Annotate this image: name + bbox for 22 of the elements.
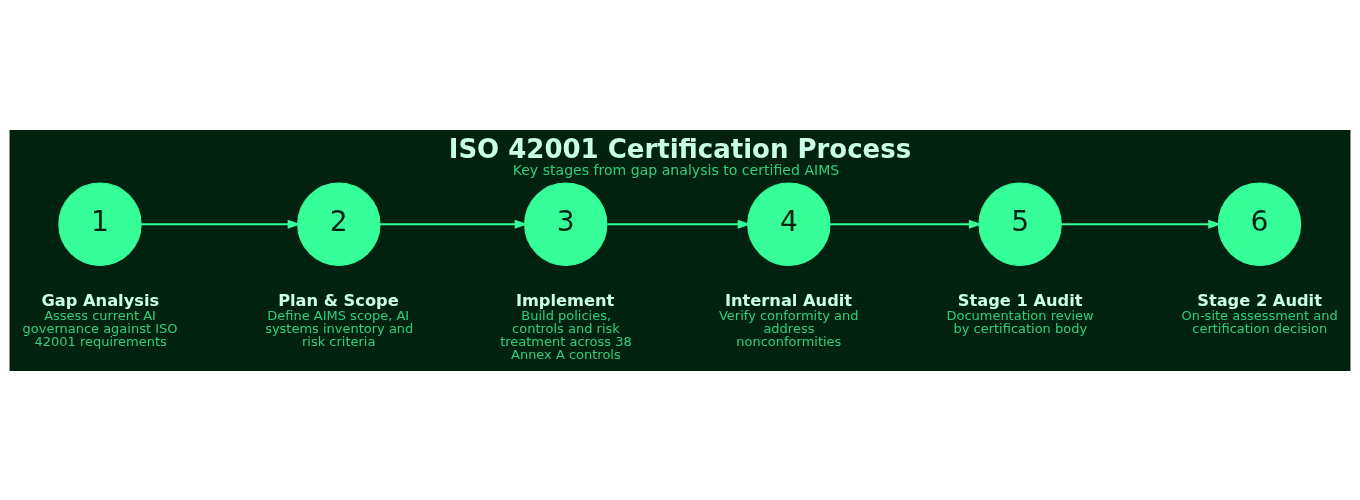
- arrow: [380, 219, 528, 229]
- node-label: Assess current AI governance against ISO 42001 requirements: [22, 307, 178, 349]
- node-circle: 5: [978, 182, 1062, 266]
- arrow: [141, 219, 301, 229]
- node-label: Build policies, controls and risk treatment across 38 Annex A controls: [500, 307, 632, 362]
- node-circle: 4: [747, 182, 831, 266]
- node-label: Plan & Scope: [278, 290, 399, 310]
- node-label: Gap Analysis: [41, 290, 160, 310]
- caption: Key stages from gap analysis to certified AIMS: [512, 161, 840, 178]
- node-circle: 3: [524, 182, 608, 266]
- arrow: [607, 219, 751, 229]
- node-label: Implement: [515, 290, 615, 310]
- arrow: [830, 219, 982, 229]
- node-label: Verify conformity and address nonconformities: [718, 307, 859, 349]
- node-circle: 2: [297, 182, 381, 266]
- node-circle: 1: [58, 182, 142, 266]
- node-circle: 6: [1217, 182, 1302, 266]
- node-label: Stage 1 Audit: [957, 290, 1083, 310]
- node-label: Internal Audit: [724, 290, 853, 310]
- arrow: [1061, 219, 1222, 229]
- node-label: Stage 2 Audit: [1197, 290, 1322, 310]
- diagram-title: ISO 42001 Certification Process: [448, 133, 912, 164]
